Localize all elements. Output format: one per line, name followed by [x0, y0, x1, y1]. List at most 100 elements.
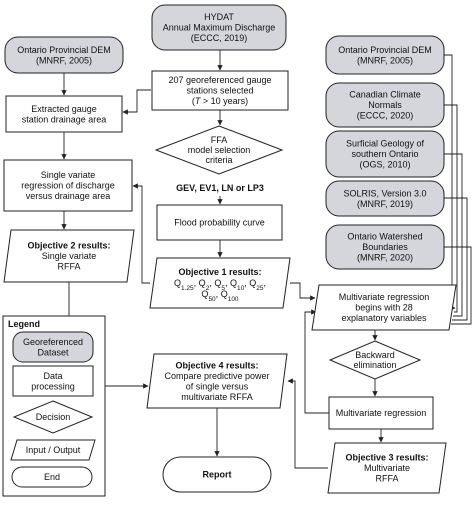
svg-text:Multivariate regression: Multivariate regression [339, 292, 430, 302]
edge-gauges-drainage [122, 89, 151, 115]
multivariate-regression-input-shape [311, 284, 457, 331]
svg-text:Objective 2 results:: Objective 2 results: [27, 241, 110, 251]
svg-text:SOLRIS, Version 3.0: SOLRIS, Version 3.0 [343, 188, 426, 198]
svg-text:(T > 10 years): (T > 10 years) [192, 96, 248, 106]
connector-arrows [61, 50, 472, 469]
flood-curve-process: Flood probability curve [156, 204, 283, 241]
svg-text:Annual Maximum Discharge: Annual Maximum Discharge [163, 23, 276, 33]
edge-dataset-bus-3 [444, 153, 463, 317]
svg-text:FFA: FFA [211, 135, 228, 145]
surficial-geology-dataset-shape [325, 130, 445, 178]
svg-text:HYDAT: HYDAT [204, 12, 234, 22]
distribution-label: GEV, EV1, LN or LP3 [176, 183, 264, 193]
svg-text:explanatory variables: explanatory variables [341, 313, 427, 323]
dem-left-dataset: Ontario Provincial DEM(MNRF, 2005) [4, 36, 124, 74]
watershed-boundaries-dataset-shape [325, 224, 445, 270]
svg-text:versus drainage area: versus drainage area [26, 191, 111, 201]
edge-dataset-bus-5 [444, 246, 472, 325]
dem-left-dataset-shape [4, 36, 124, 74]
svg-text:Objective 1 results:: Objective 1 results: [178, 267, 261, 277]
legend-title: Legend [8, 319, 40, 329]
svg-text:Decision: Decision [36, 412, 71, 422]
svg-text:processing: processing [31, 381, 75, 391]
report-end: Report [162, 456, 272, 493]
svg-text:(MNRF, 2019): (MNRF, 2019) [357, 199, 413, 209]
svg-text:station drainage area: station drainage area [22, 114, 107, 124]
ffa-decision-shape [154, 125, 284, 175]
svg-text:model selection: model selection [188, 145, 251, 155]
legend-decision: Decision [12, 400, 94, 434]
single-regression-process-shape [3, 159, 133, 212]
svg-text:of single versus: of single versus [186, 381, 249, 391]
multivariate-regression-process: Multivariate regression [328, 396, 434, 430]
objective-1-output-shape [149, 257, 291, 309]
svg-text:Surficial Geology of: Surficial Geology of [346, 139, 425, 149]
svg-text:End: End [44, 472, 60, 482]
solris-dataset-shape [325, 180, 445, 217]
edge-dataset-bus-2 [444, 104, 458, 313]
climate-normals-dataset-shape [325, 82, 445, 128]
svg-text:Ontario Provincial DEM: Ontario Provincial DEM [17, 45, 111, 55]
svg-text:RFFA: RFFA [57, 262, 80, 272]
dem-right-dataset-shape [325, 35, 445, 75]
svg-text:Normals: Normals [368, 100, 402, 110]
edge-dataset-bus-4 [444, 197, 468, 321]
legend-input-output: Input / Output [10, 439, 96, 461]
legend: LegendGeoreferencedDatasetDataprocessing… [2, 315, 106, 497]
objective-4-output: Objective 4 results:Compare predictive p… [146, 353, 288, 409]
svg-text:Boundaries: Boundaries [362, 242, 408, 252]
svg-text:Data: Data [43, 371, 62, 381]
svg-text:Canadian Climate: Canadian Climate [349, 90, 421, 100]
dem-right-dataset: Ontario Provincial DEM(MNRF, 2005) [325, 35, 445, 75]
svg-text:(MNRF, 2005): (MNRF, 2005) [36, 55, 92, 65]
objective-2-output-shape [3, 229, 135, 283]
svg-text:(ECCC, 2020): (ECCC, 2020) [357, 111, 414, 121]
edge-obj3-obj4 [287, 378, 328, 469]
svg-text:207 georeferenced gauge: 207 georeferenced gauge [168, 75, 271, 85]
drainage-area-process-shape [5, 95, 123, 133]
svg-text:Compare predictive power: Compare predictive power [164, 371, 269, 381]
svg-text:Ontario Watershed: Ontario Watershed [347, 232, 422, 242]
svg-text:Dataset: Dataset [37, 347, 69, 357]
report-end-shape [162, 456, 272, 493]
svg-text:stations selected: stations selected [186, 86, 253, 96]
svg-text:Single variate: Single variate [42, 251, 97, 261]
svg-text:(MNRF, 2020): (MNRF, 2020) [357, 253, 413, 263]
edge-obj1-regression [132, 183, 150, 284]
gauge-stations-process-shape [151, 70, 289, 111]
svg-text:Ontario Provincial DEM: Ontario Provincial DEM [338, 45, 432, 55]
solris-dataset: SOLRIS, Version 3.0(MNRF, 2019) [325, 180, 445, 217]
objective-1-output: Objective 1 results:Q1.25, Q2, Q5, Q10, … [149, 257, 291, 309]
edge-multivariate2-loop [304, 309, 329, 414]
legend-end: End [11, 466, 93, 488]
backward-elimination-decision-shape [328, 340, 422, 380]
hydat-dataset-shape [151, 4, 287, 51]
svg-text:criteria: criteria [205, 155, 232, 165]
svg-text:begins with 28: begins with 28 [355, 303, 413, 313]
svg-text:Objective 3 results:: Objective 3 results: [345, 453, 428, 463]
svg-text:Input / Output: Input / Output [26, 445, 81, 455]
svg-text:(MNRF, 2005): (MNRF, 2005) [357, 55, 413, 65]
objective-4-output-shape [146, 353, 288, 409]
svg-text:(ECCC, 2019): (ECCC, 2019) [191, 33, 248, 43]
svg-text:Backward: Backward [355, 350, 395, 360]
svg-text:Objective 4 results:: Objective 4 results: [175, 360, 258, 370]
svg-text:Report: Report [203, 470, 232, 480]
svg-text:Georeferenced: Georeferenced [23, 337, 83, 347]
svg-text:RFFA: RFFA [375, 474, 398, 484]
objective-3-output-shape [327, 442, 447, 494]
